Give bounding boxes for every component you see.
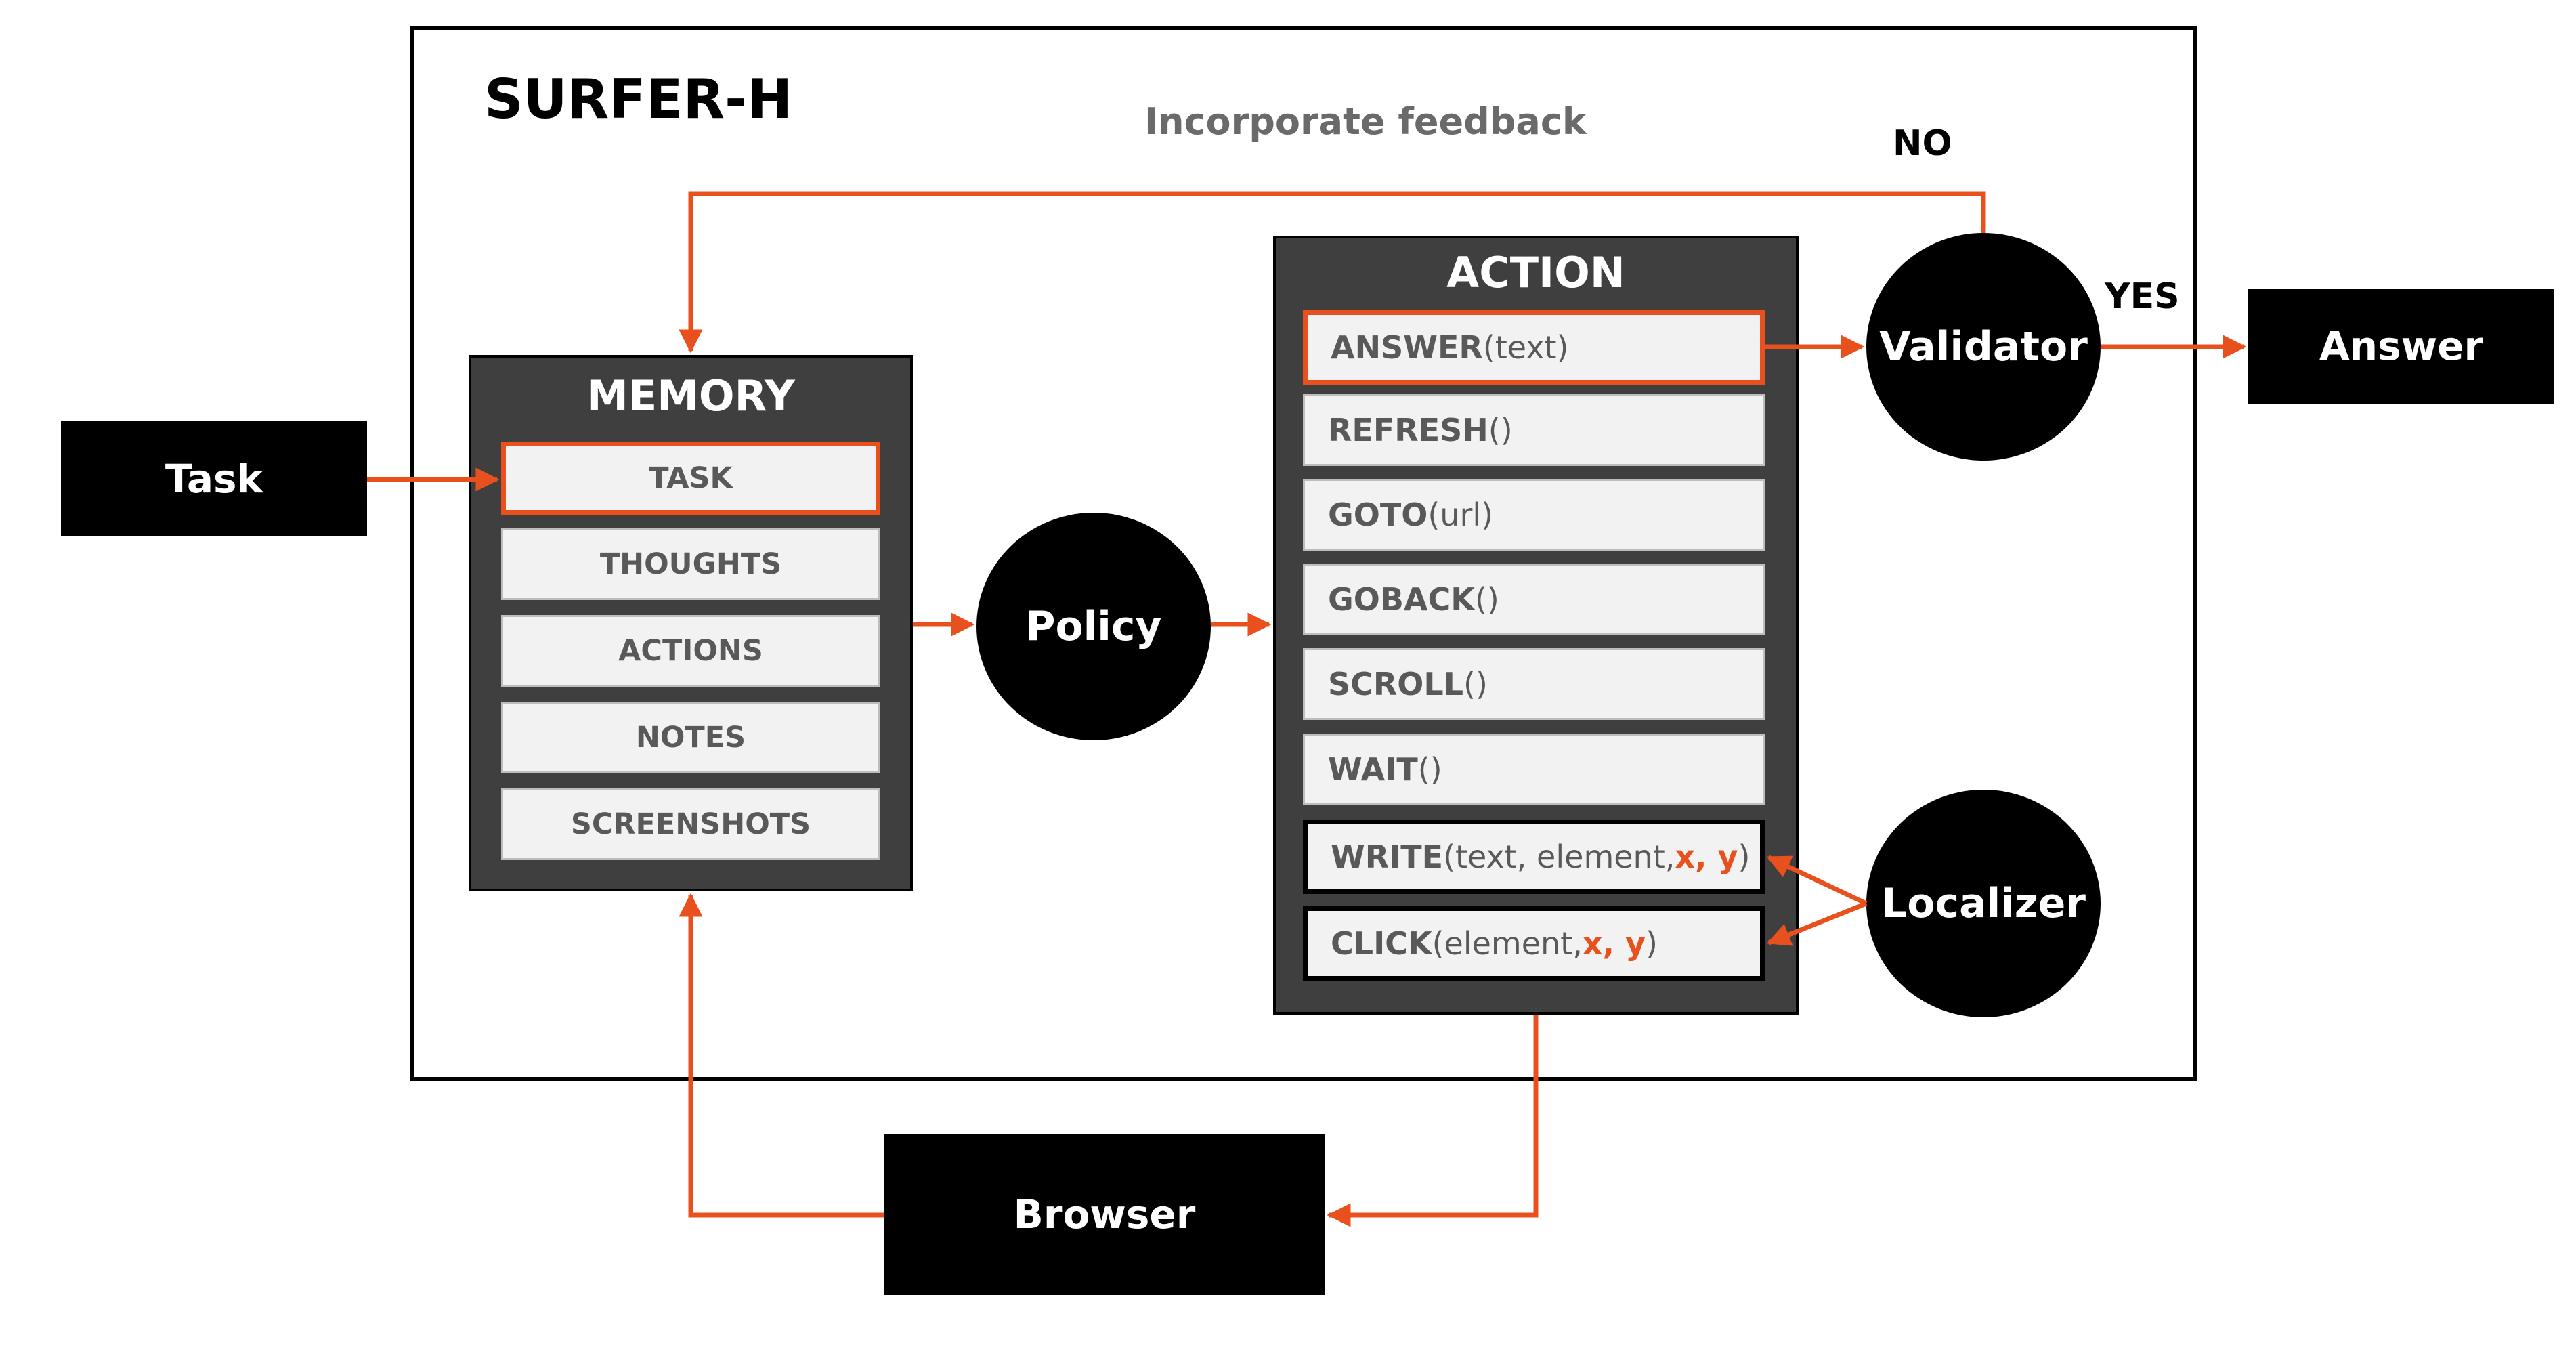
action-item-click: CLICK(element, x, y) — [1303, 906, 1765, 981]
no-label: NO — [1893, 123, 1952, 164]
action-keyword: WAIT — [1328, 751, 1418, 788]
arrow-action-to-browser — [1327, 1015, 1539, 1227]
action-coords: x, y — [1582, 925, 1646, 962]
action-args: () — [1474, 581, 1499, 618]
action-args: (url) — [1427, 496, 1494, 533]
action-keyword: SCROLL — [1328, 666, 1464, 702]
action-args-close: ) — [1646, 925, 1658, 962]
action-item-answer: ANSWER(text) — [1303, 310, 1765, 385]
action-args: () — [1417, 751, 1442, 788]
memory-item-actions: ACTIONS — [501, 615, 880, 687]
action-keyword: GOBACK — [1328, 581, 1475, 618]
action-item-goback: GOBACK() — [1303, 564, 1765, 635]
arrow-localizer-to-click — [1766, 901, 1868, 946]
task-box: Task — [61, 421, 367, 536]
action-keyword: CLICK — [1331, 925, 1432, 962]
action-item-refresh: REFRESH() — [1303, 394, 1765, 466]
action-keyword: ANSWER — [1331, 329, 1483, 366]
action-keyword: GOTO — [1328, 496, 1428, 533]
action-item-goto: GOTO(url) — [1303, 479, 1765, 551]
action-keyword: WRITE — [1331, 838, 1444, 875]
action-args-close: ) — [1738, 838, 1751, 875]
action-title: ACTION — [1446, 248, 1625, 297]
memory-item-screenshots: SCREENSHOTS — [501, 788, 880, 860]
action-item-write: WRITE(text, element, x, y) — [1303, 820, 1765, 894]
arrow-feedback-loop — [679, 191, 1986, 354]
memory-item-notes: NOTES — [501, 702, 880, 773]
action-args: () — [1463, 666, 1488, 702]
action-keyword: REFRESH — [1328, 412, 1488, 448]
memory-item-thoughts: THOUGHTS — [501, 528, 880, 600]
action-args: (text, element, — [1443, 838, 1675, 875]
arrow-browser-to-memory — [679, 893, 884, 1218]
yes-label: YES — [2105, 276, 2180, 317]
localizer-node: Localizer — [1866, 790, 2101, 1017]
action-args: (text) — [1482, 329, 1569, 366]
arrow-localizer-to-write — [1766, 855, 1868, 906]
surfer-h-title: SURFER-H — [484, 68, 793, 131]
action-item-scroll: SCROLL() — [1303, 648, 1765, 720]
answer-box: Answer — [2248, 289, 2554, 404]
action-coords: x, y — [1675, 838, 1738, 875]
action-item-wait: WAIT() — [1303, 734, 1765, 805]
incorporate-feedback-label: Incorporate feedback — [1144, 100, 1587, 143]
validator-node: Validator — [1866, 233, 2101, 461]
policy-node: Policy — [976, 513, 1211, 740]
action-args: (element, — [1432, 925, 1583, 962]
memory-title: MEMORY — [586, 371, 795, 421]
memory-item-task: TASK — [501, 442, 880, 515]
browser-box: Browser — [884, 1134, 1325, 1295]
action-args: () — [1488, 412, 1513, 448]
